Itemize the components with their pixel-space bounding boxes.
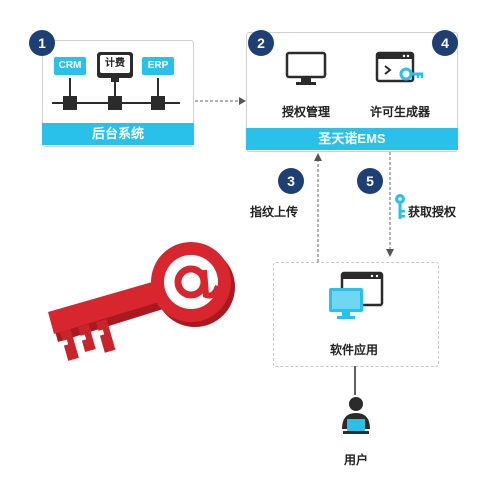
software-app-label: 软件应用 — [330, 343, 379, 357]
app-window-icon — [329, 271, 384, 319]
erp-tag: ERP — [142, 57, 174, 75]
user-icon — [342, 397, 370, 434]
user-label: 用户 — [344, 453, 369, 467]
crm-tag: CRM — [54, 57, 86, 75]
step-2-badge: 2 — [248, 30, 274, 56]
backend-system-title-bar: 后台系统 — [42, 123, 194, 145]
step-1-badge: 1 — [29, 30, 55, 56]
small-key-icon — [395, 194, 405, 219]
billing-tag: 计费 — [100, 55, 130, 73]
monitor-icon — [285, 51, 327, 85]
fingerprint-upload-label: 指纹上传 — [250, 205, 299, 219]
step-4-badge: 4 — [432, 30, 458, 56]
license-generator-label: 许可生成器 — [370, 105, 431, 119]
step-5-badge: 5 — [357, 168, 383, 194]
billing-monitor: 计费 — [97, 52, 133, 78]
ems-title-bar: 圣天诺EMS — [246, 128, 458, 150]
license-generator-icon — [375, 51, 424, 83]
get-license-label: 获取授权 — [408, 205, 457, 219]
step-3-badge: 3 — [278, 168, 304, 194]
billing-monitor-stand — [111, 78, 119, 82]
auth-management-label: 授权管理 — [282, 105, 331, 119]
